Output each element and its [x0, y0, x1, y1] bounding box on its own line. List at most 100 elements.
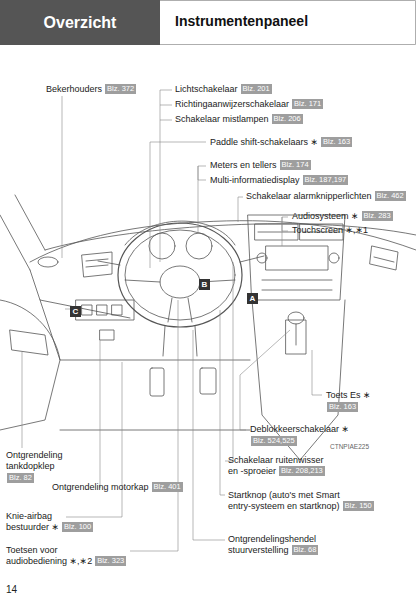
leader-line: [100, 340, 101, 488]
page-ref-tag: Blz. 187,197: [303, 175, 349, 185]
floor-line: [60, 430, 250, 431]
gear-knob: [288, 312, 304, 324]
callout-label: Richtingaanwijzerschakelaar: [175, 99, 289, 110]
page-ref: Blz. 100: [64, 522, 91, 531]
leader-line: [193, 330, 225, 540]
leader-line: [198, 166, 206, 234]
callout-label: Lichtschakelaar: [175, 84, 238, 95]
page-ref: Blz. 462: [377, 191, 404, 200]
audio-knob: [329, 253, 339, 263]
leader-line: [150, 142, 206, 268]
page-ref: Blz. 524,525: [253, 436, 295, 445]
meter-hood: [125, 221, 235, 245]
leader-line: [66, 362, 122, 517]
callout-label: Deblokkeerschakelaar ∗: [250, 424, 349, 435]
steering-wheel: [118, 223, 242, 327]
callout-label: Schakelaar mistlampen: [175, 114, 269, 125]
page-ref: Blz. 174: [282, 160, 309, 169]
callout-label: Meters en tellers: [210, 160, 277, 171]
page-ref: Blz. 82: [9, 473, 32, 482]
dashboard-lower: [30, 270, 130, 318]
cup-holder: [38, 257, 58, 267]
lower-dashboard: [40, 300, 250, 360]
callout-label: Multi-informatiedisplay: [210, 175, 300, 186]
figure-code: CTNPIAE225: [330, 443, 369, 452]
page-ref: Blz. 187,197: [305, 175, 347, 184]
page-ref-tag: Blz. 208,213: [279, 466, 325, 476]
marker-letter: A: [250, 294, 256, 303]
steering-spoke: [125, 280, 235, 322]
page-ref-tag: Blz. 100: [62, 522, 93, 532]
page-ref-tag: Blz. 401: [152, 482, 183, 492]
page-ref-tag: Blz. 323: [95, 556, 126, 566]
leader-line: [220, 310, 225, 495]
gear-gate: [286, 320, 306, 354]
area-marker: A: [247, 293, 258, 304]
page-ref-tag: Blz. 524,525: [251, 436, 297, 446]
page-ref-tag: Blz. 68: [292, 545, 319, 555]
leader-line: [225, 262, 233, 461]
page-ref: Blz. 401: [154, 482, 181, 491]
page-ref-tag: Blz. 201: [241, 84, 272, 94]
header-text: Overzicht: [44, 14, 117, 32]
marker-letter: B: [202, 280, 208, 289]
callout-label: Bekerhouders: [46, 84, 102, 95]
page-ref: Blz. 283: [364, 211, 391, 220]
callout-label: Audiosysteem ∗: [292, 211, 359, 222]
dashboard-top: [30, 221, 416, 262]
page-ref-tag: Blz. 171: [292, 99, 323, 109]
page-ref: Blz. 372: [107, 84, 134, 93]
hood-release: [100, 330, 114, 340]
steering-column: [163, 326, 197, 356]
page-ref: Blz. 323: [97, 556, 124, 565]
page-ref-tag: Blz. 163: [321, 137, 352, 147]
page-ref-tag: Blz. 163: [327, 402, 358, 412]
leader-line: [312, 350, 322, 395]
leader-line: [282, 217, 288, 246]
page-ref-tag: Blz. 462: [375, 191, 406, 201]
page-ref-tag: Blz. 150: [343, 501, 374, 511]
page-ref: Blz. 171: [294, 99, 321, 108]
page-ref-tag: Blz. 372: [105, 84, 136, 94]
leader-line: [22, 352, 23, 448]
page-ref: Blz. 163: [323, 137, 350, 146]
callout-label: Paddle shift-schakelaars ∗: [210, 137, 318, 148]
page-number: 14: [6, 584, 17, 596]
callout-label: Ontgrendeling tankdopklep: [6, 450, 76, 472]
air-vent: [82, 252, 112, 277]
page-ref: Blz. 68: [294, 545, 317, 554]
page-ref: Blz. 208,213: [281, 466, 323, 475]
marker-letter: C: [73, 307, 79, 316]
page-title: Instrumentenpaneel: [175, 13, 308, 29]
gauge: [149, 233, 175, 259]
center-console: [252, 300, 345, 460]
pedal: [150, 368, 164, 396]
gear-lever: [296, 324, 297, 345]
callout-label: Ontgrendeling motorkap: [52, 482, 149, 493]
switch: [82, 305, 122, 315]
callout-label: Toetsen voor audiobediening ∗,∗2: [6, 545, 96, 567]
door-switch-panel: [10, 330, 48, 355]
gauge: [186, 233, 212, 259]
page-ref: Blz. 206: [274, 114, 301, 123]
leader-line: [240, 330, 290, 430]
steering-wheel: [125, 230, 235, 320]
page-ref-tag: Blz. 206: [272, 114, 303, 124]
leader-line: [160, 90, 172, 262]
callout-label: Toets Es ∗: [326, 390, 371, 401]
audio-buttons: [262, 280, 332, 290]
callout-label: Knie-airbag bestuurder ∗: [6, 511, 66, 533]
audio-knob: [257, 253, 267, 263]
door-panel: [0, 300, 60, 430]
callout-label: Touchscreen ∗,∗1: [292, 225, 368, 236]
a-pillar: [0, 195, 45, 270]
callout-label: Startknop (auto's met Smart entry-systee…: [228, 490, 346, 512]
pedal: [200, 368, 216, 394]
air-vent: [370, 246, 398, 270]
windshield-edge: [45, 224, 416, 250]
leader-line: [238, 197, 243, 222]
area-marker: C: [70, 306, 81, 317]
page-ref: Blz. 150: [345, 501, 372, 510]
steering-hub: [160, 266, 200, 298]
page-ref: Blz. 163: [329, 402, 356, 411]
